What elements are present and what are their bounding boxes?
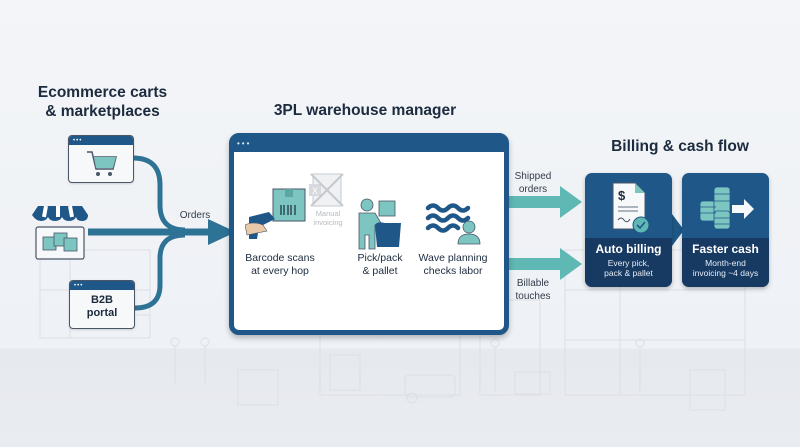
card-subtitle: Month-end invoicing ~4 days	[682, 258, 769, 278]
window-titlebar: •••	[70, 281, 134, 290]
shopping-cart-icon	[87, 151, 117, 176]
feature-wave-planning: Wave planning checks labor	[412, 252, 494, 278]
shipped-orders-line1: Shipped	[514, 171, 552, 182]
warehouse-heading: 3PL warehouse manager	[273, 102, 457, 119]
window-titlebar: •••	[69, 136, 133, 145]
feature-label-line1: Wave planning	[418, 252, 488, 264]
b2b-portal-window: ••• B2B portal	[69, 280, 135, 329]
sources-heading: Ecommerce carts & marketplaces	[20, 83, 185, 121]
orders-arrowhead	[208, 219, 236, 245]
crossed-spreadsheet-icon: X	[309, 173, 344, 207]
feature-label-line2: & pallet	[362, 265, 398, 277]
wave-planning-icon	[425, 203, 481, 245]
window-dots: •••	[73, 138, 83, 144]
card-subtitle-line2: invoicing ~4 days	[692, 268, 759, 278]
invoice-check-icon: $	[612, 182, 650, 234]
billable-touches-arrow-shaft	[504, 258, 564, 270]
card-connector-chevron	[668, 214, 684, 246]
sources-heading-line1: Ecommerce carts	[37, 84, 168, 101]
b2b-connector	[134, 232, 186, 311]
feature-label-line2: checks labor	[423, 265, 483, 277]
worker-with-box-icon	[358, 198, 401, 250]
manual-invoicing-line2: invoicing	[313, 218, 343, 227]
shipped-orders-line2: orders	[518, 184, 548, 195]
manual-invoicing-line1: Manual	[315, 209, 341, 218]
feature-label-line2: at every hop	[251, 265, 309, 277]
svg-text:X: X	[312, 186, 318, 196]
feature-label-line1: Pick/pack	[357, 252, 403, 264]
card-title: Faster cash	[692, 242, 759, 256]
card-subtitle: Every pick, pack & pallet	[585, 258, 672, 278]
b2b-label-line1: B2B	[90, 294, 113, 306]
window-dots: •••	[237, 139, 252, 148]
auto-billing-card: $ Auto billing Every pick, pack & pallet	[585, 173, 672, 287]
card-subtitle-line1: Every pick,	[607, 258, 650, 268]
faster-cash-card: Faster cash Month-end invoicing ~4 days	[682, 173, 769, 287]
window-titlebar: •••	[234, 138, 504, 152]
coins-arrow-icon	[699, 186, 754, 230]
storefront-icon	[32, 205, 88, 260]
orders-label: Orders	[179, 210, 211, 221]
sources-heading-line2: & marketplaces	[45, 103, 160, 120]
window-dots: •••	[74, 283, 84, 289]
manual-invoicing-label: Manual invoicing	[305, 209, 351, 227]
b2b-label-line2: portal	[86, 307, 118, 319]
card-subtitle-line1: Month-end	[705, 258, 746, 268]
cart-connector	[132, 155, 186, 233]
feature-label-line1: Barcode scans	[245, 252, 315, 264]
billable-touches-arrowhead	[560, 248, 582, 280]
feature-barcode-scans: Barcode scans at every hop	[240, 252, 320, 278]
billable-touches-line2: touches	[515, 291, 551, 302]
shipped-orders-arrow-shaft	[504, 196, 564, 208]
card-subtitle-line2: pack & pallet	[604, 268, 653, 278]
ecommerce-cart-window: •••	[68, 135, 134, 183]
billable-touches-line1: Billable	[516, 278, 550, 289]
feature-pick-pack: Pick/pack & pallet	[350, 252, 410, 278]
svg-text:$: $	[618, 188, 626, 203]
auto-billing-caption: Auto billing Every pick, pack & pallet	[585, 238, 672, 287]
shipped-orders-label: Shipped orders	[506, 170, 560, 196]
shipped-orders-arrowhead	[560, 186, 582, 218]
barcode-scanner-icon	[245, 188, 306, 239]
faster-cash-caption: Faster cash Month-end invoicing ~4 days	[682, 238, 769, 287]
billing-heading: Billing & cash flow	[611, 138, 749, 155]
card-title: Auto billing	[595, 242, 662, 256]
billable-touches-label: Billable touches	[506, 277, 560, 303]
